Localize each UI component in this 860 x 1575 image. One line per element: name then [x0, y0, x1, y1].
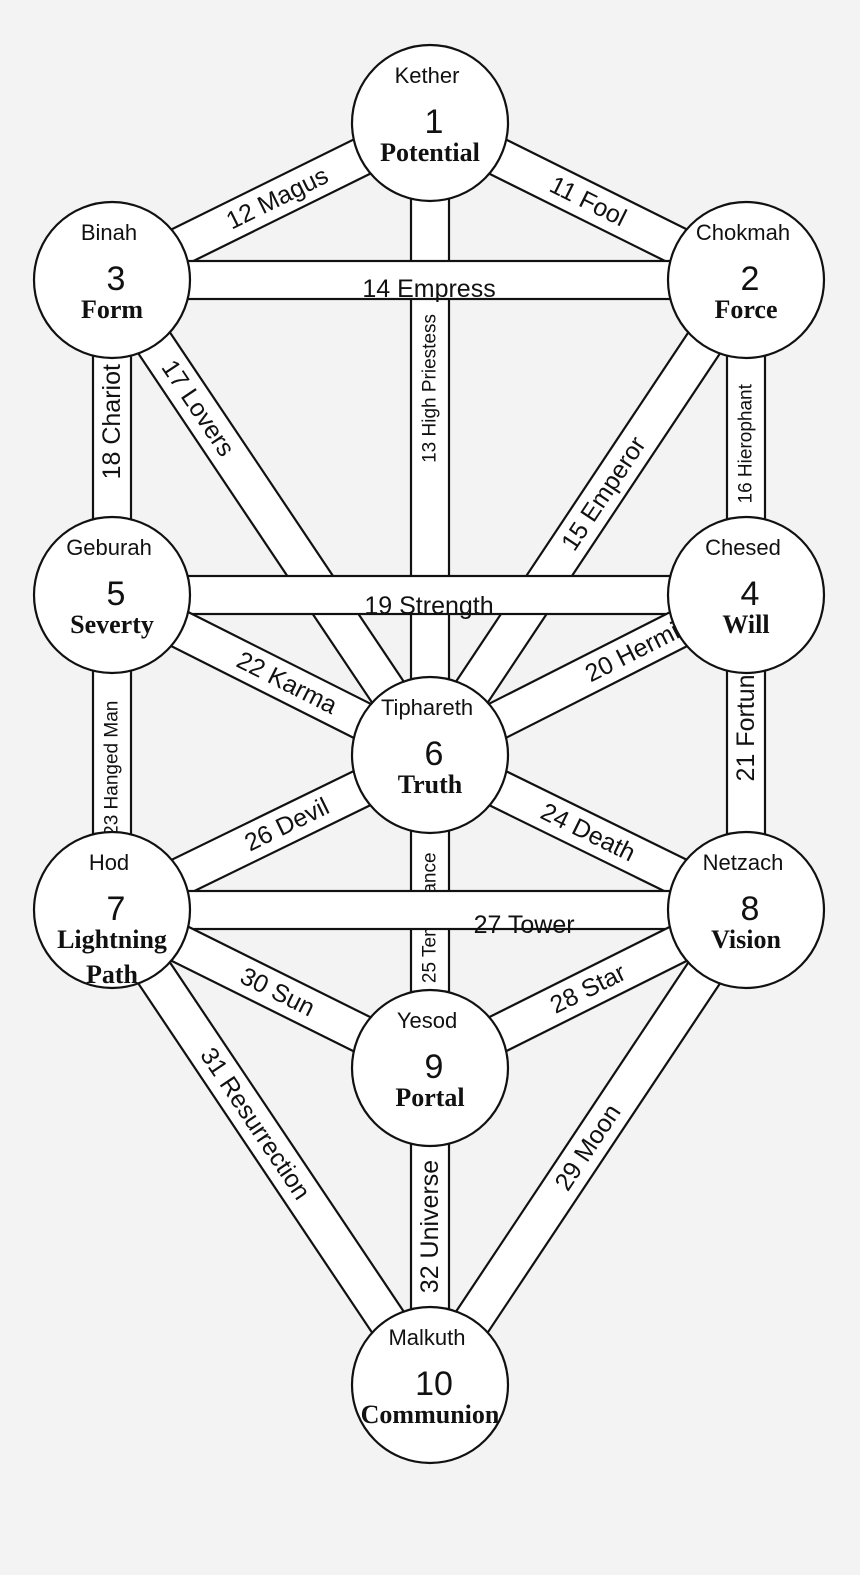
sephirah-number: 3	[107, 260, 126, 298]
path-16-hierophant: 16 Hierophant	[725, 278, 767, 597]
path-label: 19 Strength	[364, 592, 493, 620]
sephirah-circle	[666, 200, 826, 360]
sephirah-number: 8	[741, 890, 760, 928]
sephirah-circle	[666, 515, 826, 675]
path-band	[110, 889, 748, 931]
sephirah-name: Binah	[81, 220, 137, 245]
path-label: 32 Universe	[416, 1160, 444, 1293]
sephirah-name: Netzach	[703, 850, 784, 875]
sephirah-name: Yesod	[397, 1008, 457, 1033]
path-label: 23 Hanged Man	[102, 701, 123, 836]
path-label: 27 Tower	[474, 911, 575, 939]
sephirah-number: 4	[741, 575, 760, 613]
sephirah-number: 9	[425, 1048, 444, 1086]
sephirah-attribute: Vision	[711, 925, 781, 954]
path-label: 14 Empress	[362, 275, 495, 303]
sephirah-circle	[32, 830, 192, 990]
sephirah-name: Kether	[395, 63, 460, 88]
sephirah-attribute-line2: Path	[86, 960, 139, 989]
sephirah-attribute: Force	[714, 295, 777, 324]
sephirah-attribute: Lightning	[57, 925, 167, 954]
sephirah-circle	[350, 675, 510, 835]
path-label: 21 Fortune	[732, 661, 760, 782]
path-18-chariot: 18 Chariot	[91, 278, 133, 597]
sephirah-number: 1	[425, 103, 444, 141]
sephirah-attribute: Form	[81, 295, 143, 324]
sephirah-number: 7	[107, 890, 126, 928]
sephirah-name: Malkuth	[388, 1325, 465, 1350]
path-21-fortune: 21 Fortune	[725, 593, 767, 912]
sephirah-circle	[350, 1305, 510, 1465]
sephirah-number: 2	[741, 260, 760, 298]
sephirah-name: Hod	[89, 850, 129, 875]
sephirah-number: 10	[415, 1365, 453, 1403]
sephirah-circle	[32, 200, 192, 360]
path-label: 16 Hierophant	[736, 383, 757, 503]
sephirah-attribute: Portal	[395, 1083, 464, 1112]
sephirah-number: 6	[425, 735, 444, 773]
sephirah-attribute: Truth	[398, 770, 463, 799]
sephirah-name: Chokmah	[696, 220, 790, 245]
path-label: 18 Chariot	[98, 364, 126, 479]
path-13-high-priestess: 13 High Priestess	[409, 121, 451, 757]
path-14-empress: 14 Empress	[110, 259, 748, 303]
sephirah-circle	[32, 515, 192, 675]
sephirah-attribute: Severty	[70, 610, 154, 639]
path-19-strength: 19 Strength	[110, 574, 748, 620]
path-27-tower: 27 Tower	[110, 889, 748, 939]
sephirah-number: 5	[107, 575, 126, 613]
sephirah-name: Chesed	[705, 535, 781, 560]
sephirah-circle	[666, 830, 826, 990]
sephirah-circle	[350, 988, 510, 1148]
sephirah-circle	[350, 43, 510, 203]
path-label: 13 High Priestess	[420, 314, 441, 463]
sephirah-name: Geburah	[66, 535, 152, 560]
path-32-universe: 32 Universe	[409, 1066, 451, 1387]
sephirah-attribute: Potential	[380, 138, 480, 167]
sephirah-attribute: Will	[722, 610, 769, 639]
nodes-layer: Kether1PotentialChokmah2ForceBinah3FormC…	[32, 43, 826, 1465]
sephirah-name: Tiphareth	[381, 695, 473, 720]
sephirah-attribute: Communion	[361, 1400, 500, 1429]
